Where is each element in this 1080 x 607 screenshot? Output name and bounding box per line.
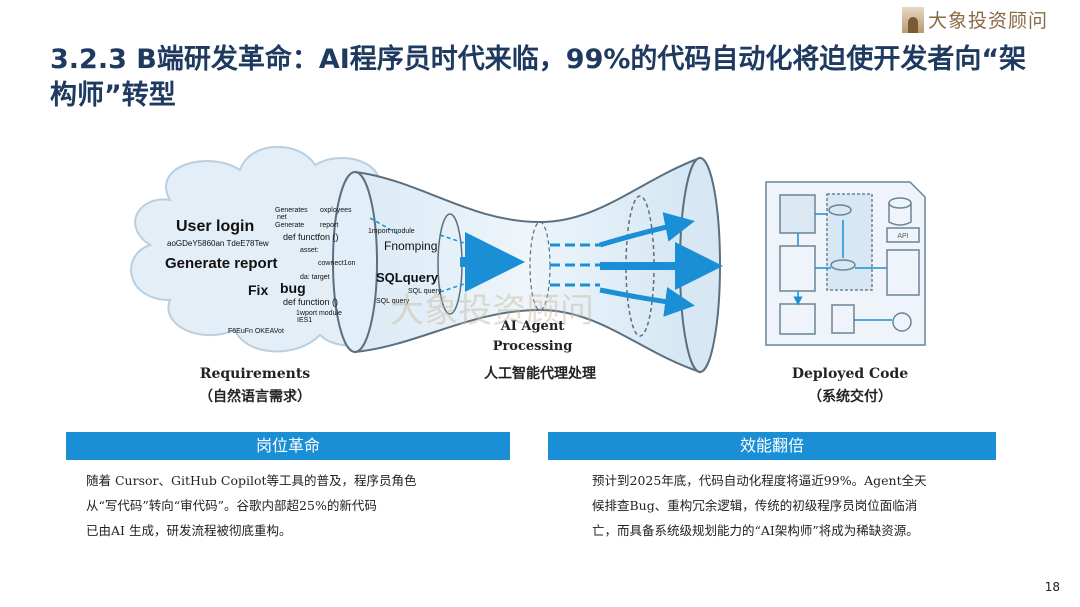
- requirements-label: Requirements: [199, 366, 311, 382]
- cloud-ies: IES1: [297, 317, 312, 324]
- funnel-sqlquery: SQLquery: [376, 270, 439, 285]
- requirements-zh-label: （自然语言需求）: [199, 389, 311, 405]
- database-icon: [830, 259, 856, 271]
- panel-efficiency-body: 预计到2025年底，代码自动化程度将逼近99%。Agent全天 候排查Bug、重…: [592, 468, 1002, 543]
- body-line: 预计到2025年底，代码自动化程度将逼近99%。Agent全天: [592, 473, 927, 488]
- agent-zh-label: 人工智能代理处理: [484, 366, 596, 382]
- cloud-def1: def functfon (): [283, 232, 339, 242]
- cloud-generate: Generate: [275, 222, 304, 229]
- brand-name: 大象投资顾问: [928, 10, 1049, 32]
- funnel-fnomping: Fnomping: [384, 239, 437, 253]
- cloud-footer: F6EuFn OKEAVot: [228, 328, 284, 335]
- body-line: 候排查Bug、重构冗余逻辑，传统的初级程序员岗位面临消: [592, 498, 918, 513]
- agent-label-1: AI Agent: [500, 319, 565, 334]
- cloud-report: report: [320, 222, 338, 229]
- body-line: 随着 Cursor、GitHub Copilot等工具的普及，程序员角色: [86, 473, 417, 488]
- gear-icon: [892, 312, 912, 332]
- panel-role-revolution-body: 随着 Cursor、GitHub Copilot等工具的普及，程序员角色 从“写…: [86, 468, 506, 543]
- cloud-oxployees: oxployees: [320, 207, 352, 214]
- brand-logo: 大象投资顾问: [902, 6, 1048, 33]
- cloud-generate-report: Generate report: [165, 255, 278, 272]
- cloud-target: da: target: [300, 274, 330, 281]
- panel-role-revolution-header: 岗位革命: [66, 432, 510, 460]
- deployed-code-label: Deployed Code: [791, 366, 909, 382]
- ai-pipeline-diagram: User login Generate report Fix bug aoGDe…: [130, 145, 926, 374]
- deployed-code-document: [765, 181, 926, 346]
- cloud-import: 1wport module: [296, 310, 342, 317]
- cloud-generates: Generates: [275, 207, 308, 214]
- funnel-import: 1mport module: [368, 228, 415, 235]
- deployed-code-zh-label: （系统交付）: [808, 389, 892, 405]
- cloud-user-login: User login: [176, 218, 254, 235]
- panel-efficiency-header: 效能翻倍: [548, 432, 996, 460]
- cloud-def2: def function (): [283, 297, 338, 307]
- body-line: 从“写代码”转向“审代码”。谷歌内部超25%的新代码: [86, 498, 377, 513]
- funnel-sql-2: SQL query: [376, 298, 410, 305]
- cloud-net: net: [277, 214, 287, 221]
- agent-label-2: Processing: [492, 339, 573, 354]
- cloud-fix: Fix: [248, 282, 268, 298]
- funnel-sql-1: SQL query: [408, 288, 442, 295]
- cloud-cownection: cownect1on: [318, 260, 355, 267]
- code-file-icon: [831, 304, 855, 334]
- elephant-logo-icon: [902, 6, 924, 33]
- watermark: 大象投资顾问: [390, 291, 594, 331]
- processing-funnel: [332, 156, 723, 374]
- api-label: API: [897, 233, 908, 240]
- cloud-asset: asset:: [300, 247, 319, 254]
- page-number: 18: [1044, 580, 1060, 594]
- slide-title: 3.2.3 B端研发革命：AI程序员时代来临，99%的代码自动化将迫使开发者向“…: [50, 44, 1027, 111]
- database-icon: [828, 204, 852, 216]
- cloud-bug: bug: [280, 280, 306, 296]
- body-line: 已由AI 生成，研发流程被彻底重构。: [86, 523, 292, 538]
- body-line: 亡，而具备系统级规划能力的“AI架构师”将成为稀缺资源。: [592, 523, 919, 538]
- cloud-hash: aoGDeY5860an TdeE78Tew: [167, 239, 269, 248]
